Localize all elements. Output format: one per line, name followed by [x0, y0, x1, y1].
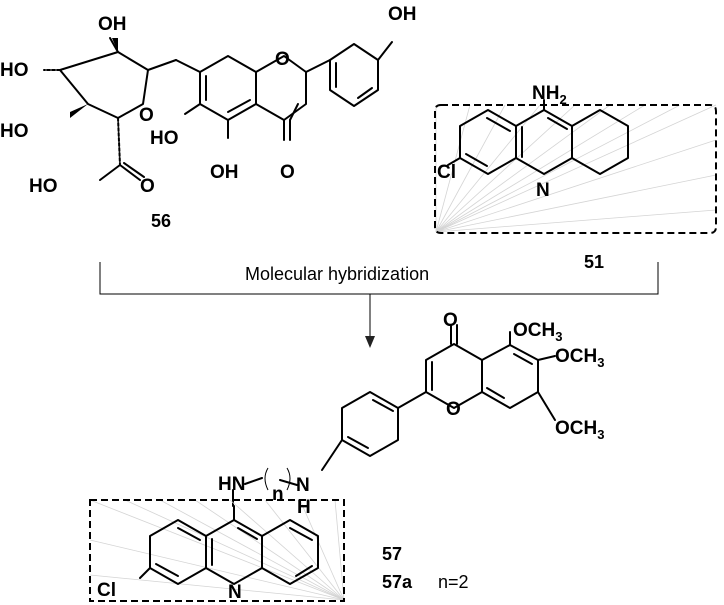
ho-label-sugar-bottom: HO	[0, 121, 29, 142]
nh2-label: NH2	[532, 83, 567, 107]
acridine-box	[89, 499, 345, 602]
chlorine-label-51: Cl	[437, 162, 456, 183]
och3-label-1: OCH3	[513, 320, 562, 344]
tacrine-structure	[447, 99, 629, 175]
acid-carbonyl-oxygen: O	[140, 176, 155, 197]
tacrine-box	[434, 104, 717, 234]
compound-labels: 56 51 Molecular hybridization 57 57a n=2	[151, 211, 604, 592]
oh-label-c6: HO	[150, 128, 179, 149]
ho-label-acid: HO	[29, 176, 58, 197]
nh-label-h: H	[297, 497, 311, 518]
compound-57-label: 57	[382, 544, 402, 564]
compound-57-structure	[232, 324, 556, 507]
compound-56-label: 56	[151, 211, 171, 231]
acridine-structure	[139, 505, 319, 585]
process-label: Molecular hybridization	[245, 264, 429, 284]
ho-label-sugar-left: HO	[0, 60, 29, 81]
compound-56-structure	[43, 37, 393, 181]
chlorine-label-57: Cl	[97, 580, 116, 601]
ring-oxygen-chromone: O	[275, 49, 290, 70]
ring-nitrogen-57: N	[228, 582, 242, 603]
compound-57a-note: n=2	[438, 572, 469, 592]
atom-labels: OH OH HO HO O HO O O HO OH OH O NH2 N Cl…	[0, 4, 604, 603]
box-hatching-51	[435, 104, 717, 233]
och3-label-3: OCH3	[555, 418, 604, 442]
och3-label-2: OCH3	[555, 346, 604, 370]
compound-57a-label: 57a	[382, 572, 413, 592]
ring-nitrogen-51: N	[536, 180, 550, 201]
ring-oxygen-57: O	[446, 399, 461, 420]
hybridization-arrow	[99, 262, 659, 348]
oh-label-sugar-top: OH	[98, 14, 127, 35]
carbonyl-oxygen-57: O	[443, 310, 458, 331]
box-hatching-57	[89, 499, 345, 601]
oh-label-c5: OH	[210, 162, 239, 183]
oh-label-phenol: OH	[388, 4, 417, 25]
hn-label: HN	[218, 474, 245, 495]
carbonyl-oxygen-56: O	[280, 162, 295, 183]
compound-51-label: 51	[584, 252, 604, 272]
nh-label-n: N	[296, 475, 310, 496]
linker-n-index: n	[272, 484, 284, 505]
ring-oxygen-sugar: O	[139, 105, 154, 126]
